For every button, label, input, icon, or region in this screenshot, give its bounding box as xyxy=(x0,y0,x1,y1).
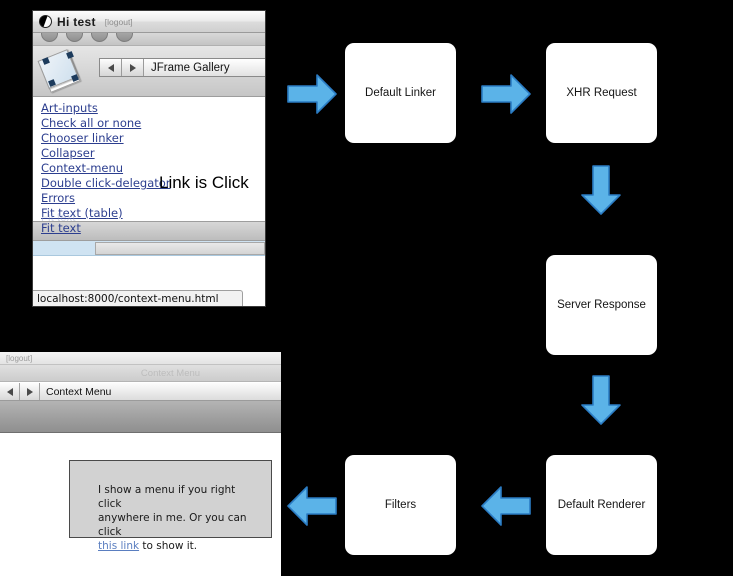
flow-node-label: Default Renderer xyxy=(557,499,646,511)
context-menu-body: I show a menu if you right click anywher… xyxy=(0,433,281,576)
toolbar-button-3[interactable] xyxy=(91,33,108,42)
flow-node-default-renderer[interactable]: Default Renderer xyxy=(546,455,657,555)
browser-window-context-menu[interactable]: [logout] Context Menu Context Menu I sho… xyxy=(0,352,281,576)
arrow-right-icon xyxy=(287,73,337,115)
list-item[interactable]: Errors xyxy=(41,191,76,205)
bottom-title-strip: Context Menu xyxy=(0,365,281,382)
tab-strip[interactable] xyxy=(33,241,265,256)
arrow-left-icon xyxy=(287,485,337,527)
context-menu-nav-title: Context Menu xyxy=(46,385,112,398)
gallery-nav-title: JFrame Gallery xyxy=(144,59,265,76)
flow-node-label: Server Response xyxy=(557,299,646,311)
instruction-line-1: I show a menu if you right click xyxy=(98,484,236,510)
link-clicked-message: Link is Click xyxy=(159,173,249,192)
show-menu-link[interactable]: this link xyxy=(98,540,140,552)
faded-window-title: Context Menu xyxy=(140,367,201,379)
yin-yang-icon xyxy=(39,15,52,28)
rotated-photo-icon xyxy=(37,49,81,93)
back-triangle-icon[interactable] xyxy=(100,59,122,76)
list-item[interactable]: Fit text (table) xyxy=(41,206,123,220)
page-header-bar: Hi test [logout] xyxy=(33,11,265,33)
arrow-left-icon xyxy=(481,485,531,527)
context-menu-instructions: I show a menu if you right click anywher… xyxy=(98,483,258,553)
list-item[interactable]: Fit text xyxy=(41,221,81,235)
list-item-clipped: Fit text xyxy=(41,212,76,224)
flow-node-xhr-request[interactable]: XHR Request xyxy=(546,43,657,143)
bottom-page-header: [logout] xyxy=(0,352,281,365)
context-menu-target-panel[interactable]: I show a menu if you right click anywher… xyxy=(69,460,272,552)
scroll-area[interactable] xyxy=(33,221,265,241)
bottom-gradient-strip xyxy=(0,401,281,433)
arrow-right-icon xyxy=(481,73,531,115)
list-item[interactable]: Double click-delegator xyxy=(41,176,171,190)
browser-toolbar-buttons[interactable] xyxy=(33,33,265,46)
flow-node-server-response[interactable]: Server Response xyxy=(546,255,657,355)
flow-node-filters[interactable]: Filters xyxy=(345,455,456,555)
toolbar-button-2[interactable] xyxy=(66,33,83,42)
toolbar-button-4[interactable] xyxy=(116,33,133,42)
list-item[interactable]: Collapser xyxy=(41,146,95,160)
forward-triangle-icon[interactable] xyxy=(20,383,40,400)
list-item[interactable]: Chooser linker xyxy=(41,131,124,145)
flow-node-label: XHR Request xyxy=(566,87,637,99)
back-triangle-icon[interactable] xyxy=(0,383,20,400)
list-item[interactable]: Art-inputs xyxy=(41,101,98,115)
arrow-down-icon xyxy=(580,165,622,215)
browser-window-gallery[interactable]: Hi test [logout] JFrame Gallery Art-inpu… xyxy=(32,10,266,307)
flow-node-label: Default Linker xyxy=(365,87,436,99)
instruction-line-3: to show it. xyxy=(139,540,198,552)
logout-link[interactable]: [logout] xyxy=(6,353,33,363)
list-item-context-menu[interactable]: Context-menu xyxy=(41,161,124,175)
forward-triangle-icon[interactable] xyxy=(122,59,144,76)
flow-node-default-linker[interactable]: Default Linker xyxy=(345,43,456,143)
demo-link-list[interactable]: Art-inputs Check all or none Chooser lin… xyxy=(33,97,265,235)
status-url-tooltip: localhost:8000/context-menu.html xyxy=(33,290,243,306)
instruction-line-2: anywhere in me. Or you can click xyxy=(98,512,247,538)
logout-link[interactable]: [logout] xyxy=(104,16,133,27)
gwt-request-flow-diagram: Default Linker XHR Request Server Respon… xyxy=(281,0,733,576)
context-menu-nav-bar[interactable]: Context Menu xyxy=(0,382,281,401)
flow-node-label: Filters xyxy=(384,499,417,511)
gallery-toolbar: JFrame Gallery xyxy=(33,46,265,97)
list-item[interactable]: Check all or none xyxy=(41,116,142,130)
toolbar-button-1[interactable] xyxy=(41,33,58,42)
gallery-nav-bar[interactable]: JFrame Gallery xyxy=(99,58,265,77)
greeting-label: Hi test xyxy=(57,14,96,29)
arrow-down-icon xyxy=(580,375,622,425)
